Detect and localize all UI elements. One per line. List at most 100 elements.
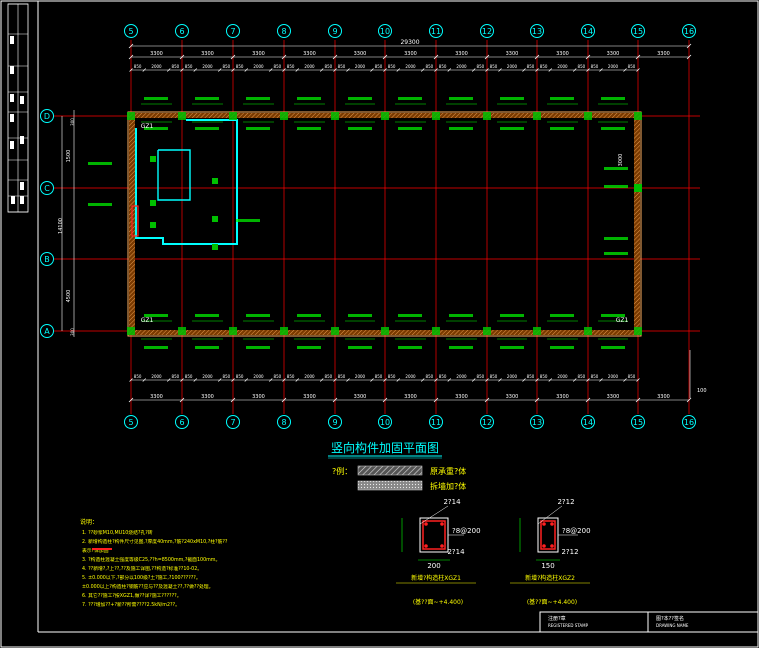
axis-bubble	[631, 415, 645, 429]
column-block	[150, 222, 156, 228]
axis-label-16: 16	[684, 27, 694, 36]
column-block	[331, 112, 339, 120]
dim-sub-top-label: 850	[236, 64, 244, 69]
wall-label	[449, 97, 473, 100]
wall-label	[144, 346, 168, 349]
note-line: 4. ??新增?,?上??,??及施工详图,??构造?标准??10-02。	[82, 565, 202, 572]
note-line: 6. 其它??施工?按XGZ1,做??详?施工??????。	[82, 592, 182, 599]
dim-row-label: 1500	[66, 150, 72, 163]
titleblock-cell2b: DRAWING NAME	[656, 623, 689, 628]
dim-sub-bottom-label: 850	[527, 374, 535, 379]
dim-bay-bottom-label: 3300	[657, 394, 670, 400]
wall-label	[246, 97, 270, 100]
column-block	[150, 200, 156, 206]
notes-block: 说明： 1. ??砂浆M10,MU10烧结?孔?砖2. 新增构造柱?构件尺寸见图…	[80, 518, 228, 608]
dim-sub-top-tick	[434, 68, 438, 72]
axis-label-11: 11	[431, 418, 441, 427]
dim-sub-bottom-label: 850	[236, 374, 244, 379]
wall-label	[604, 167, 628, 170]
dim-sub-top-label: 850	[426, 64, 434, 69]
column-block	[533, 327, 541, 335]
dim-sub-top-label: 2000	[456, 64, 467, 69]
wall-label	[398, 346, 422, 349]
dim-row-label: 4500	[66, 290, 72, 303]
sidebar-glyph	[10, 66, 14, 74]
sidebar-glyph	[20, 196, 24, 204]
dim-sub-bottom-tick	[586, 378, 590, 382]
dim-sub-top-label: 850	[223, 64, 231, 69]
dim-bay-bottom-tick	[534, 397, 540, 403]
column-block	[634, 327, 642, 335]
wall-label	[144, 97, 168, 100]
dim-bay-bottom-tick	[128, 397, 134, 403]
axis-bubble	[631, 24, 645, 38]
column-block	[178, 327, 186, 335]
axis-bubble	[682, 24, 696, 38]
dim-sub-top-label: 850	[388, 64, 396, 69]
plan-title: 竖向构件加固平面图	[331, 440, 439, 455]
dim-right: 3000	[618, 154, 624, 167]
column-block	[533, 112, 541, 120]
wall-label	[297, 97, 321, 100]
axis-bubble	[378, 415, 392, 429]
dim-bay-bottom-tick	[433, 397, 439, 403]
column-block	[178, 112, 186, 120]
axis-bubble	[124, 24, 138, 38]
axis-label-13: 13	[532, 418, 542, 427]
detail-width: 150	[541, 562, 554, 570]
dim-sub-top-label: 2000	[355, 64, 366, 69]
dim-sub-bottom-label: 2000	[202, 374, 213, 379]
notes-heading: 说明：	[80, 518, 98, 526]
dim-row-small: 300	[70, 118, 75, 126]
axis-label-10: 10	[380, 27, 390, 36]
gz1-label-right: GZ1	[616, 317, 629, 324]
axis-label-8: 8	[281, 27, 286, 36]
sidebar-table	[7, 3, 29, 213]
dim-sub-top-label: 850	[287, 64, 295, 69]
axis-bubble	[277, 415, 291, 429]
note-line: 5. ±0.000以下,?部分以100级?土?施工,?100??????。	[82, 574, 201, 581]
detail-leader	[419, 505, 449, 525]
dim-sub-bottom-label: 850	[287, 374, 295, 379]
dim-sub-bottom-tick	[522, 378, 526, 382]
column-block	[280, 112, 288, 120]
dim-sub-bottom-tick	[319, 378, 324, 382]
dim-sub-top-tick	[636, 68, 640, 72]
axis-label-14: 14	[583, 418, 593, 427]
dim-bay-bottom-label: 3300	[455, 394, 468, 400]
wall-label	[348, 314, 372, 317]
note-line: 3. ?构造柱混凝土强度等级C25,??h=8500mm,?截面100mm。	[82, 556, 220, 563]
dim-sub-top-tick	[333, 68, 337, 72]
dim-sub-bottom-tick	[268, 378, 273, 382]
sidebar-glyph	[10, 94, 14, 102]
wall-label	[246, 346, 270, 349]
dim-sub-bottom-tick	[447, 378, 452, 382]
dim-sub-top-label: 850	[490, 64, 498, 69]
note-line: 2. 新增构造柱?构件尺寸见图,?厚度40mm,?筋?240xM10,?柱?筋?…	[82, 538, 228, 545]
column-block	[212, 216, 218, 222]
dim-sub-top-label: 850	[477, 64, 485, 69]
detail-bar	[542, 522, 546, 526]
dim-bay-label: 3300	[404, 51, 417, 57]
wall-label	[195, 127, 219, 130]
dim-sub-bottom-label: 2000	[557, 374, 568, 379]
dim-sub-bottom-label: 850	[591, 374, 599, 379]
dim-row-label: 14100	[58, 218, 64, 234]
column-block	[212, 244, 218, 250]
dim-bay-bottom-tick	[484, 397, 490, 403]
dim-sub-bottom-label: 2000	[608, 374, 619, 379]
dim-sub-top-tick	[166, 68, 171, 72]
dim-bay-bottom-label: 3300	[303, 394, 316, 400]
detail-elevation: (基??面~+4.400)	[413, 598, 463, 606]
dim-sub-top-tick	[396, 68, 401, 72]
sidebar-glyph	[20, 96, 24, 104]
dim-sub-bottom-label: 2000	[405, 374, 416, 379]
axis-label-15: 15	[633, 418, 643, 427]
wall-right	[634, 113, 640, 335]
dim-bay-tick	[534, 54, 540, 60]
wall-label	[144, 127, 168, 130]
wall-label	[246, 127, 270, 130]
dim-bay-label: 3300	[556, 51, 569, 57]
dim-sub-top-tick	[498, 68, 502, 72]
detail-bottom-rebar: 2?12	[561, 548, 578, 556]
